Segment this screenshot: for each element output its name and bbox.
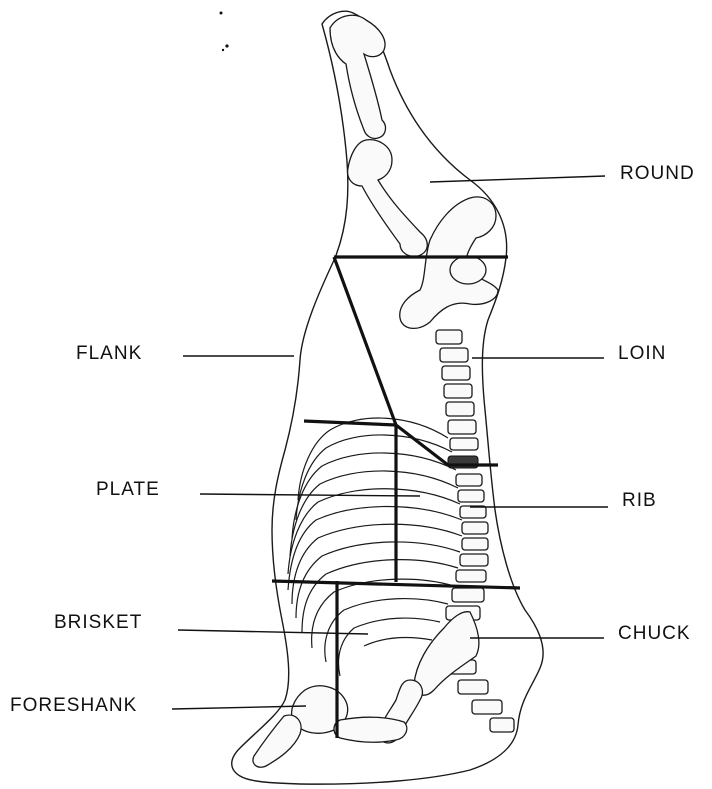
leader-brisket <box>178 630 368 634</box>
leader-round <box>430 176 605 182</box>
label-flank: FLANK <box>76 343 142 364</box>
label-round: ROUND <box>620 163 695 184</box>
label-brisket: BRISKET <box>54 612 142 633</box>
label-foreshank: FORESHANK <box>10 695 137 716</box>
label-loin: LOIN <box>618 343 666 364</box>
cut-rib-loin <box>396 425 448 465</box>
specks <box>220 12 229 52</box>
label-plate: PLATE <box>96 479 160 500</box>
cut-plate-top <box>304 421 396 425</box>
label-chuck: CHUCK <box>618 623 691 644</box>
hind-leg-bones <box>330 15 498 328</box>
leader-plate <box>200 494 420 496</box>
leader-foreshank <box>172 706 306 709</box>
cut-flank-diagonal <box>334 257 396 425</box>
label-rib: RIB <box>622 490 657 511</box>
